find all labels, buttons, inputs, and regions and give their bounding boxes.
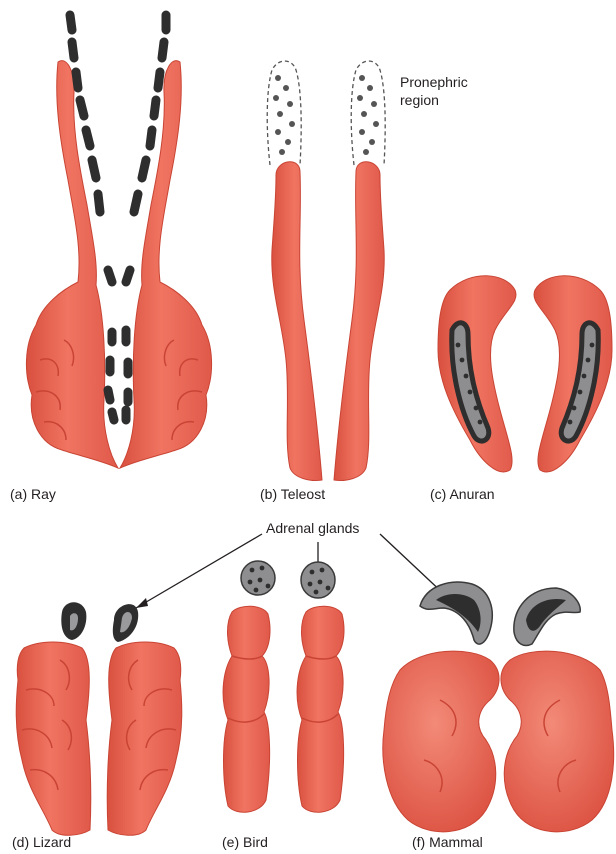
teleost-right-kidney [334,162,384,481]
teleost-kidneys [267,61,385,481]
mammal-kidneys-adrenals [383,582,614,832]
lizard-kidneys-adrenals [16,602,182,835]
ray-kidneys [26,15,211,468]
adrenal-leader-lines [136,534,446,608]
ray-left-kidney [26,61,118,468]
mammal-left-kidney [383,651,499,832]
ray-right-kidney [120,61,212,468]
teleost-left-pronephros [267,61,301,165]
mammal-right-kidney [501,651,614,832]
pronephric-region-note: Pronephric region [400,73,468,109]
label-anuran: (c) Anuran [430,486,495,502]
label-bird: (e) Bird [222,834,268,850]
pronephric-line-1: Pronephric [400,73,468,91]
pronephric-line-2: region [400,91,468,109]
bird-kidneys-adrenals [223,561,344,812]
label-lizard: (d) Lizard [12,834,71,850]
bird-right-kidney [297,606,344,812]
lizard-left-kidney [16,642,91,835]
lizard-right-kidney [107,642,182,835]
adrenal-glands-label: Adrenal glands [266,520,359,536]
teleost-left-kidney [272,162,322,481]
bird-left-kidney [223,606,270,812]
label-mammal: (f) Mammal [412,834,483,850]
anuran-right-kidney [534,276,612,472]
label-teleost: (b) Teleost [260,486,325,502]
label-ray: (a) Ray [10,486,56,502]
teleost-right-pronephros [351,61,385,165]
anuran-kidneys [438,276,612,472]
mammal-left-adrenal [420,582,492,644]
anuran-left-kidney [438,276,516,472]
